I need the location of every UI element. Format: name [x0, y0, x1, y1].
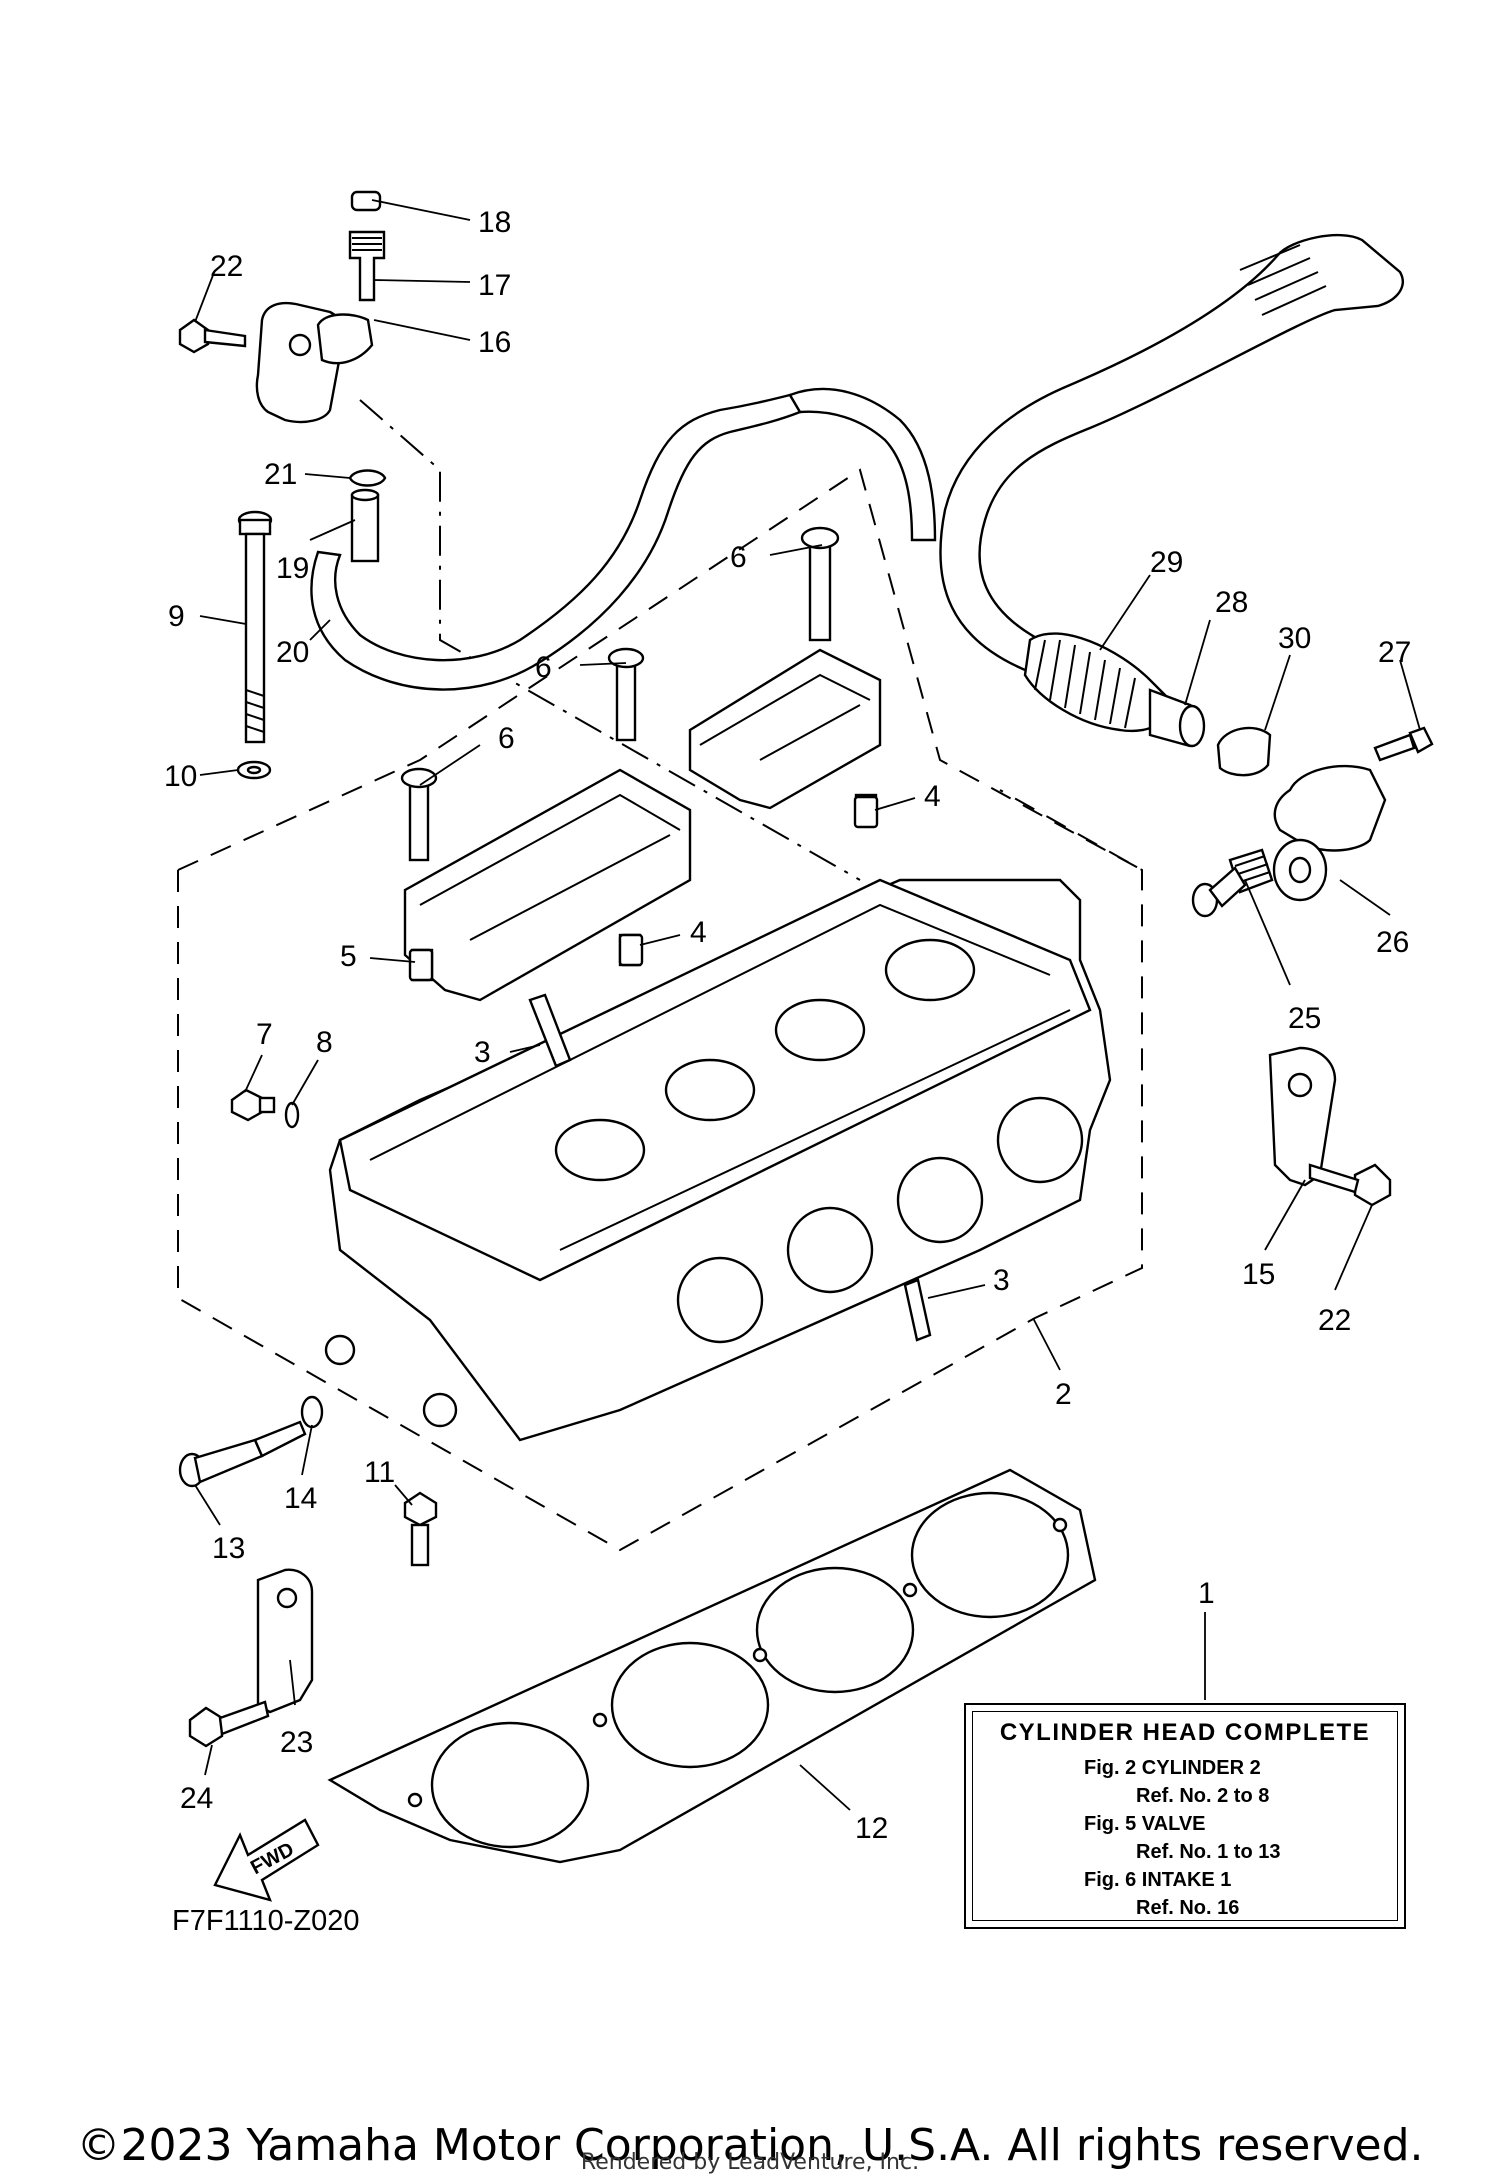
callout-16: 16 — [478, 326, 511, 359]
long-bolt-and-washer — [236, 510, 273, 780]
breather-hose-assembly — [939, 233, 1404, 748]
reference-box-title: CYLINDER HEAD COMPLETE — [999, 1719, 1371, 1746]
callout-4-front: 4 — [690, 916, 707, 949]
callout-1: 1 — [1198, 1577, 1215, 1610]
callout-7: 7 — [256, 1018, 273, 1051]
callout-12: 12 — [855, 1812, 888, 1845]
cylinder-head-gasket — [327, 1468, 1097, 1864]
reference-line-fig5: Fig. 5 VALVE — [1084, 1813, 1206, 1835]
copyright-notice: ©2023 Yamaha Motor Corporation, U.S.A. A… — [76, 2120, 1424, 2171]
reference-box-inner-border — [972, 1711, 1398, 1921]
callout-23: 23 — [280, 1726, 313, 1759]
lower-bracket — [188, 1568, 314, 1748]
callout-24: 24 — [180, 1782, 213, 1815]
callout-14: 14 — [284, 1482, 317, 1515]
callout-22-right: 22 — [1318, 1304, 1351, 1337]
callout-28: 28 — [1215, 586, 1248, 619]
right-bracket — [1268, 1046, 1392, 1207]
thermostat-group — [1191, 726, 1434, 918]
callout-10: 10 — [164, 760, 197, 793]
callout-27: 27 — [1378, 636, 1411, 669]
callout-3-upper: 3 — [474, 1036, 491, 1069]
callout-9: 9 — [168, 600, 185, 633]
callout-26: 26 — [1376, 926, 1409, 959]
callout-22-top: 22 — [210, 250, 243, 283]
callout-20: 20 — [276, 636, 309, 669]
dowel-pins — [408, 795, 879, 982]
oil-hose-assembly — [310, 387, 937, 691]
fitting-group-top — [178, 190, 386, 424]
callout-6-top: 6 — [730, 541, 747, 574]
callout-29: 29 — [1150, 546, 1183, 579]
callout-30: 30 — [1278, 622, 1311, 655]
callout-4-rear: 4 — [924, 780, 941, 813]
callout-17: 17 — [478, 269, 511, 302]
camshaft-cap-front — [400, 767, 692, 1002]
callout-8: 8 — [316, 1026, 333, 1059]
fwd-direction-arrow: FWD — [213, 1818, 320, 1902]
callout-6-lower: 6 — [498, 722, 515, 755]
callout-15: 15 — [1242, 1258, 1275, 1291]
callout-13: 13 — [212, 1532, 245, 1565]
assembly-boundary-lines — [177, 399, 1143, 1552]
reference-line-ref2: Ref. No. 2 to 8 — [1136, 1785, 1270, 1807]
callout-11: 11 — [364, 1456, 395, 1489]
callout-6-middle: 6 — [535, 651, 552, 684]
callout-2: 2 — [1055, 1378, 1072, 1411]
reference-line-ref5: Ref. No. 1 to 13 — [1136, 1841, 1281, 1863]
reference-line-fig6: Fig. 6 INTAKE 1 — [1084, 1869, 1232, 1891]
render-credit: Rendered by LeadVenture, Inc. — [580, 2150, 920, 2175]
leader-lines — [194, 199, 1421, 1811]
plug-and-washer — [230, 1088, 300, 1129]
callout-numbers: 1 2 3 3 4 4 5 6 6 6 7 8 9 10 11 12 13 14… — [164, 206, 1411, 1845]
reference-box: CYLINDER HEAD COMPLETE Fig. 2 CYLINDER 2… — [964, 1703, 1406, 1929]
callout-18: 18 — [478, 206, 511, 239]
callout-19: 19 — [276, 552, 309, 585]
callout-5: 5 — [340, 940, 357, 973]
callout-21: 21 — [264, 458, 297, 491]
lower-side-bolts — [178, 1395, 438, 1567]
valve-guides — [528, 993, 932, 1342]
callout-25: 25 — [1288, 1002, 1321, 1035]
callout-3-lower: 3 — [993, 1264, 1010, 1297]
cylinder-head-body — [324, 878, 1112, 1442]
reference-line-fig2: Fig. 2 CYLINDER 2 — [1084, 1757, 1261, 1779]
diagram-code: F7F1110-Z020 — [172, 1905, 360, 1937]
reference-line-ref6: Ref. No. 16 — [1136, 1897, 1240, 1919]
